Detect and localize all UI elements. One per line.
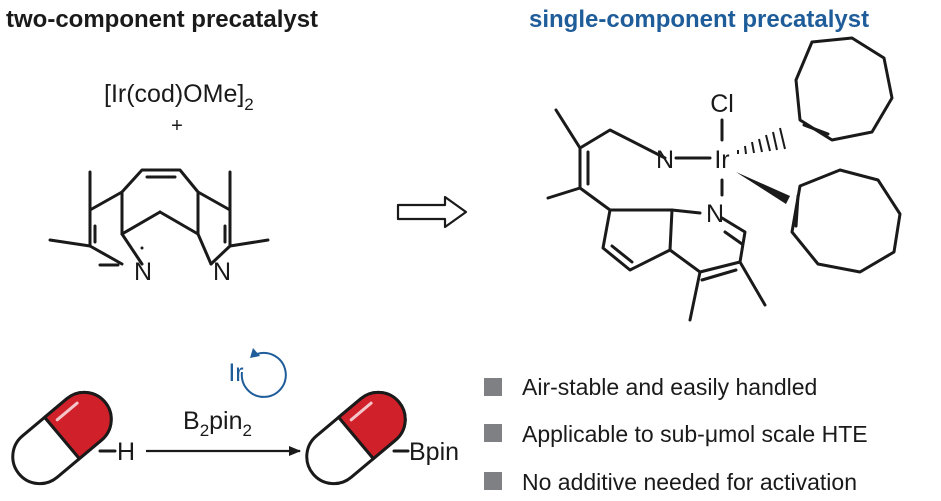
product-capsule (305, 390, 407, 486)
substrate-h: H (117, 438, 135, 466)
nitrogen-top: N (656, 146, 674, 174)
nitrogen-bottom: N (706, 200, 724, 228)
substrate-capsule (11, 390, 113, 486)
title-two-component: two-component precatalyst (6, 6, 318, 33)
reagent-b2pin2: B2pin2 (183, 407, 252, 440)
tetramethylphenanthroline-ligand: N N (48, 168, 270, 286)
nitrogen-right: N (213, 258, 231, 286)
feature-list: Air-stable and easily handled Applicable… (484, 374, 868, 495)
bullet-square-2 (484, 424, 502, 442)
feature-item-3: No additive needed for activation (522, 469, 857, 495)
bullet-square-1 (484, 378, 502, 396)
plus-sign: + (171, 115, 183, 137)
bullet-square-3 (484, 472, 502, 490)
chlorine-label: Cl (710, 90, 734, 118)
product-bpin: Bpin (409, 438, 459, 466)
catalyst-ir: Ir (228, 359, 243, 387)
ir-catalyst-cycle: Ir (228, 348, 287, 398)
title-single-component: single-component precatalyst (529, 6, 869, 33)
iridium-label: Ir (714, 146, 729, 174)
iridium-complex: Cl Ir N N (546, 36, 902, 322)
iridium-reagent: [Ir(cod)OMe]2 (104, 80, 254, 114)
feature-item-2: Applicable to sub-μmol scale HTE (522, 421, 868, 447)
nitrogen-left: N (134, 258, 152, 286)
feature-item-1: Air-stable and easily handled (522, 374, 817, 400)
implies-arrow (396, 195, 468, 229)
